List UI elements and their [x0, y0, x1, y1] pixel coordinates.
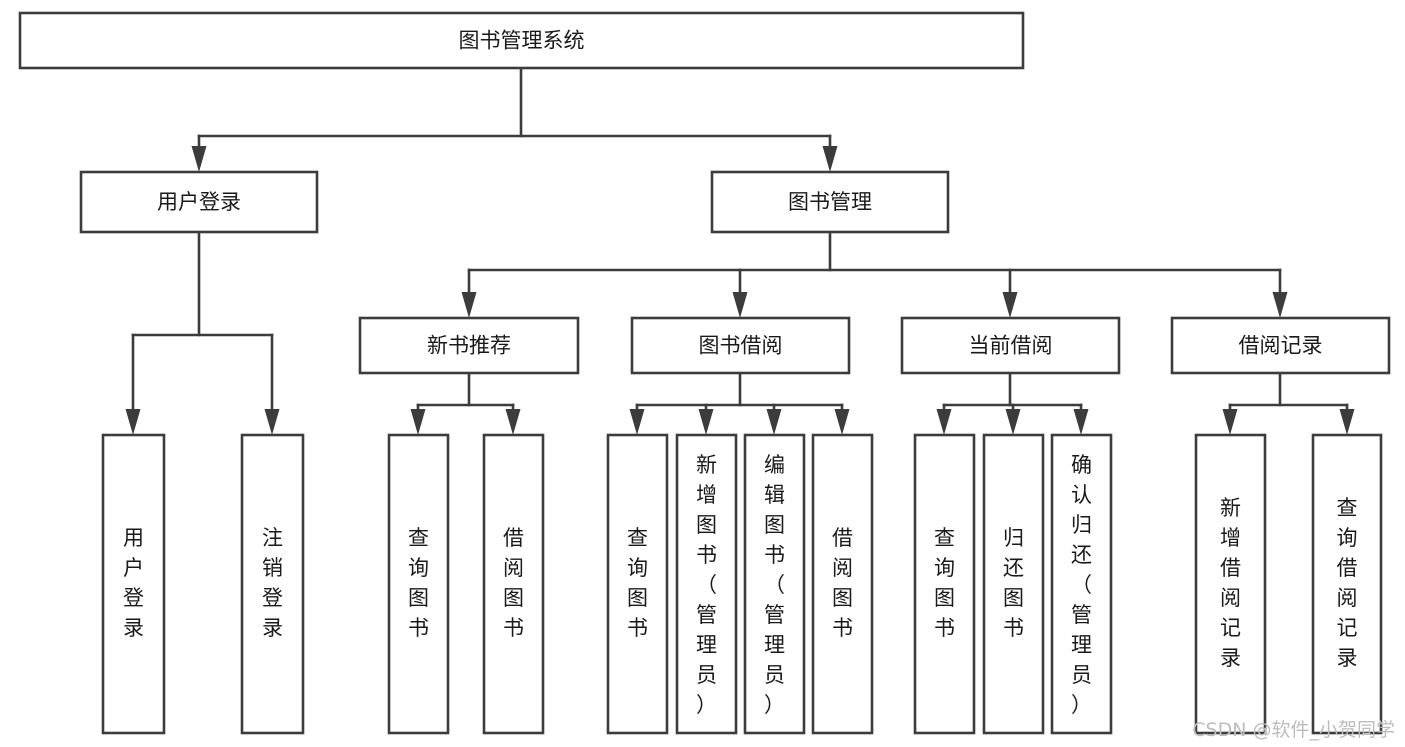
node-new-book-recommend[interactable]: 新书推荐: [358, 316, 580, 375]
node-leaf-user-logout[interactable]: 注销登录: [240, 433, 305, 735]
node-label-leaf-query-book-borrow: 查询图书: [627, 526, 648, 640]
connector-borrow-to-leaves: [629, 371, 850, 435]
connector-recommend-to-leaves: [410, 371, 521, 435]
arrow-head-icon: [125, 409, 141, 435]
node-box-leaf-edit-book[interactable]: [743, 433, 806, 735]
arrow-head-icon: [1272, 292, 1288, 318]
node-box-root[interactable]: [18, 11, 1025, 70]
connector-root-to-level2: [191, 66, 838, 172]
node-label-new-book-recommend: 新书推荐: [427, 334, 511, 358]
node-label-book-manage: 图书管理: [788, 190, 872, 214]
arrow-head-icon: [1339, 409, 1355, 435]
connector-record-to-leaves: [1222, 371, 1355, 435]
node-box-user-login[interactable]: [79, 170, 319, 234]
arrow-head-icon: [191, 146, 207, 172]
arrow-head-icon: [1005, 409, 1021, 435]
node-user-login[interactable]: 用户登录: [79, 170, 319, 234]
arrow-head-icon: [410, 409, 426, 435]
node-label-root: 图书管理系统: [459, 29, 585, 53]
node-box-leaf-query-borrow-record[interactable]: [1311, 433, 1383, 735]
node-leaf-query-borrow-record[interactable]: 查询借阅记录: [1311, 433, 1383, 735]
node-label-leaf-edit-book: 编辑图书（管理员）: [764, 453, 785, 717]
node-box-leaf-query-book-borrow[interactable]: [606, 433, 669, 735]
node-box-borrow-record[interactable]: [1170, 316, 1391, 375]
arrow-head-icon: [629, 409, 645, 435]
node-label-leaf-borrow-book: 借阅图书: [832, 526, 853, 640]
arrow-head-icon: [732, 292, 748, 318]
arrow-head-icon: [264, 409, 280, 435]
arrow-head-icon: [461, 292, 477, 318]
node-label-current-borrow: 当前借阅: [969, 334, 1053, 358]
arrow-head-icon: [505, 409, 521, 435]
node-label-leaf-borrow-book-recommend: 借阅图书: [503, 526, 524, 640]
node-book-manage[interactable]: 图书管理: [710, 170, 950, 234]
connector-user-login-to-leaves: [125, 230, 280, 435]
node-leaf-borrow-book[interactable]: 借阅图书: [811, 433, 874, 735]
node-label-leaf-query-book-current: 查询图书: [934, 526, 955, 640]
connectors-layer: [125, 66, 1355, 435]
node-leaf-edit-book[interactable]: 编辑图书（管理员）: [743, 433, 806, 735]
csdn-watermark: CSDN @软件_小贺同学: [1192, 719, 1395, 741]
arrow-head-icon: [936, 409, 952, 435]
node-leaf-add-book[interactable]: 新增图书（管理员）: [675, 433, 738, 735]
node-leaf-borrow-book-recommend[interactable]: 借阅图书: [482, 433, 545, 735]
node-box-leaf-user-logout[interactable]: [240, 433, 305, 735]
node-leaf-add-borrow-record[interactable]: 新增借阅记录: [1194, 433, 1267, 735]
node-leaf-user-login[interactable]: 用户登录: [101, 433, 166, 735]
node-label-book-borrow: 图书借阅: [699, 334, 783, 358]
arrow-head-icon: [822, 146, 838, 172]
node-box-leaf-user-login[interactable]: [101, 433, 166, 735]
node-box-leaf-query-book-recommend[interactable]: [387, 433, 450, 735]
node-box-leaf-add-book[interactable]: [675, 433, 738, 735]
node-label-leaf-query-borrow-record: 查询借阅记录: [1337, 496, 1358, 670]
node-label-leaf-add-book: 新增图书（管理员）: [696, 453, 717, 717]
node-label-borrow-record: 借阅记录: [1239, 334, 1323, 358]
node-box-leaf-confirm-return[interactable]: [1050, 433, 1113, 735]
node-box-leaf-add-borrow-record[interactable]: [1194, 433, 1267, 735]
node-label-leaf-user-logout: 注销登录: [262, 526, 283, 640]
node-label-user-login: 用户登录: [157, 190, 241, 214]
arrow-head-icon: [698, 409, 714, 435]
node-leaf-query-book-borrow[interactable]: 查询图书: [606, 433, 669, 735]
node-leaf-return-book[interactable]: 归还图书: [982, 433, 1045, 735]
nodes-layer: 图书管理系统用户登录图书管理新书推荐图书借阅当前借阅借阅记录用户登录注销登录查询…: [18, 11, 1391, 735]
node-box-book-borrow[interactable]: [630, 316, 851, 375]
arrow-head-icon: [1222, 409, 1238, 435]
node-root[interactable]: 图书管理系统: [18, 11, 1025, 70]
arrow-head-icon: [834, 409, 850, 435]
node-box-new-book-recommend[interactable]: [358, 316, 580, 375]
node-box-leaf-borrow-book-recommend[interactable]: [482, 433, 545, 735]
arrow-head-icon: [1002, 292, 1018, 318]
node-borrow-record[interactable]: 借阅记录: [1170, 316, 1391, 375]
node-box-current-borrow[interactable]: [900, 316, 1121, 375]
node-box-leaf-borrow-book[interactable]: [811, 433, 874, 735]
node-box-book-manage[interactable]: [710, 170, 950, 234]
node-current-borrow[interactable]: 当前借阅: [900, 316, 1121, 375]
node-leaf-query-book-current[interactable]: 查询图书: [913, 433, 976, 735]
node-label-leaf-return-book: 归还图书: [1003, 526, 1024, 640]
connector-current-to-leaves: [936, 371, 1089, 435]
node-box-leaf-return-book[interactable]: [982, 433, 1045, 735]
node-box-leaf-query-book-current[interactable]: [913, 433, 976, 735]
arrow-head-icon: [1073, 409, 1089, 435]
node-leaf-confirm-return[interactable]: 确认归还（管理员）: [1050, 433, 1113, 735]
arrow-head-icon: [766, 409, 782, 435]
node-label-leaf-query-book-recommend: 查询图书: [408, 526, 429, 640]
node-book-borrow[interactable]: 图书借阅: [630, 316, 851, 375]
node-label-leaf-add-borrow-record: 新增借阅记录: [1220, 496, 1241, 670]
node-label-leaf-user-login: 用户登录: [123, 526, 144, 640]
node-label-leaf-confirm-return: 确认归还（管理员）: [1071, 453, 1092, 717]
node-leaf-query-book-recommend[interactable]: 查询图书: [387, 433, 450, 735]
connector-book-manage-to-level3: [461, 230, 1288, 318]
